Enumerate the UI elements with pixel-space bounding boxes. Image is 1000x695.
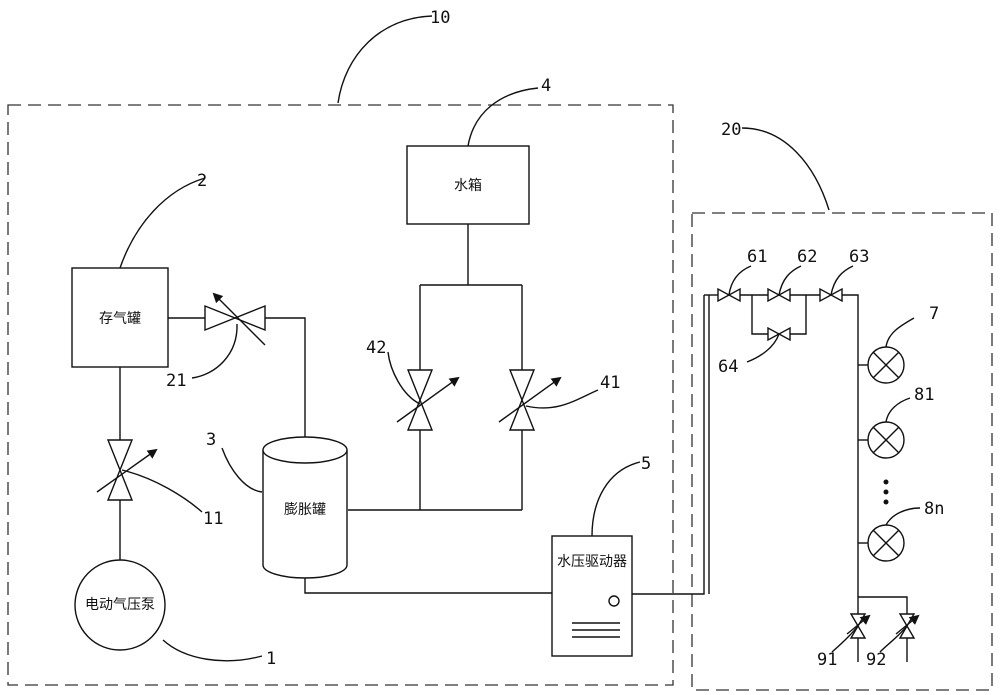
subsystem-20-boundary (691, 212, 993, 691)
electric-air-pump-label: 电动气压泵 (85, 597, 155, 613)
callout-92: 92 (866, 650, 886, 670)
adjustable-valve-42 (396, 369, 460, 431)
air-tank-label: 存气罐 (99, 311, 141, 327)
callout-62: 62 (797, 247, 817, 267)
callout-81: 81 (914, 385, 934, 405)
water-pressure-driver: 水压驱动器 (551, 535, 633, 657)
subsystem-10-boundary (7, 104, 674, 686)
callout-numbers: 10 20 1 2 3 4 5 11 21 41 42 61 62 63 64 … (166, 8, 944, 670)
lamp-8n (867, 524, 905, 562)
lamp-7 (867, 346, 905, 384)
ellipsis-dots (883, 479, 889, 505)
water-pressure-driver-label: 水压驱动器 (557, 554, 627, 570)
callout-10: 10 (430, 8, 450, 28)
callout-7: 7 (929, 304, 939, 324)
electric-air-pump: 电动气压泵 (74, 559, 166, 651)
lamp-81 (867, 421, 905, 459)
callout-21: 21 (166, 371, 186, 391)
expansion-tank-label: 膨胀罐 (284, 501, 326, 518)
callout-3: 3 (206, 430, 216, 450)
air-tank: 存气罐 (71, 267, 169, 368)
adjustable-valve-41 (498, 369, 562, 431)
expansion-tank: 膨胀罐 (262, 436, 348, 579)
water-tank: 水箱 (406, 145, 530, 225)
callout-20: 20 (721, 120, 741, 140)
callout-61: 61 (747, 247, 767, 267)
callout-41: 41 (600, 373, 620, 393)
callout-64: 64 (718, 357, 738, 377)
callout-1: 1 (266, 649, 276, 669)
callout-8n: 8n (924, 499, 944, 519)
pipes (119, 224, 908, 662)
callout-4: 4 (541, 76, 551, 96)
leader-lines (119, 15, 921, 662)
callout-91: 91 (817, 650, 837, 670)
adjustable-valve-21 (204, 292, 266, 346)
adjustable-valve-11 (96, 439, 158, 501)
callout-2: 2 (197, 171, 207, 191)
callout-42: 42 (366, 338, 386, 358)
water-tank-label: 水箱 (454, 178, 482, 194)
driver-indicator-icon (608, 595, 620, 607)
callout-5: 5 (641, 454, 651, 474)
callout-63: 63 (849, 247, 869, 267)
callout-11: 11 (203, 509, 223, 529)
